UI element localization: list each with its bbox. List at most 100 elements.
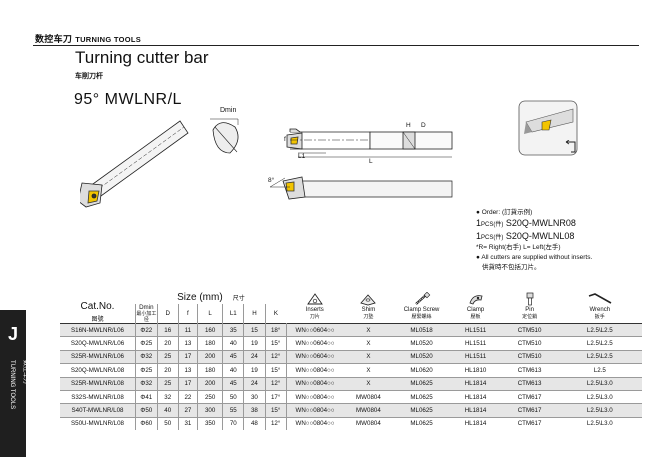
- wrench-icon: [588, 293, 612, 304]
- order-line1-unit: PCS(件): [481, 222, 504, 228]
- table-cell: MW0804: [356, 393, 381, 401]
- table-cell: 15: [243, 323, 265, 337]
- table-cell: L2.5\L3.0: [586, 380, 613, 388]
- table-cell: HL1814: [464, 380, 487, 388]
- table-cell: Φ25: [135, 336, 158, 351]
- table-cell: S20Q-MWLNR/L06: [70, 340, 125, 348]
- inserts-label: Inserts: [305, 307, 324, 313]
- table-cell: 19: [243, 336, 265, 351]
- table-cell: CTM617: [517, 393, 542, 401]
- table-cell: 50: [222, 390, 244, 404]
- table-cell: 40: [222, 363, 244, 378]
- table-cell: WN○○0804○○: [285, 390, 344, 404]
- table-cell: CTM510: [517, 326, 542, 334]
- table-cell: L2.5\L2.5: [586, 353, 613, 361]
- table-cell: HL1814: [464, 393, 487, 401]
- table-cell: L2.5\L3.0: [586, 420, 613, 428]
- wrench-header: Wrench 扳手: [558, 290, 642, 324]
- cutter-bar-drawing: [80, 118, 453, 208]
- order-example: ● Order: (訂貨示例) 1PCS(件) S20Q-MWLNR08 1PC…: [476, 209, 593, 271]
- table-cell: 20: [156, 363, 179, 378]
- table-cell: HL1814: [464, 407, 487, 415]
- table-cell: S25R-MWLNR/L08: [71, 380, 124, 388]
- table-cell: 300: [197, 403, 223, 418]
- table-cell: S40T-MWLNR/L08: [71, 407, 124, 415]
- table-cell: WN○○0804○○: [285, 417, 344, 431]
- table-cell: CTM510: [517, 353, 542, 361]
- dim-label-l: L: [369, 158, 373, 165]
- order-line1-qty: 1: [476, 218, 482, 228]
- table-cell: CTM617: [517, 407, 542, 415]
- table-cell: 200: [197, 377, 223, 391]
- table-cell: HL1511: [464, 353, 487, 361]
- clamp-screw-header: Clamp Screw 壓緊螺絲: [394, 290, 450, 324]
- table-cell: 30: [243, 390, 265, 404]
- table-cell: 24: [243, 377, 265, 391]
- clamp-header: Clamp 壓板: [450, 290, 502, 324]
- table-cell: 15°: [264, 363, 287, 378]
- shim-header: Shim 刀墊: [343, 290, 393, 324]
- table-cell: 70: [222, 417, 244, 431]
- table-cell: WN○○0804○○: [285, 403, 344, 418]
- table-row: S40T-MWLNR/L08 Φ50 40 27 300 55 38 15° W…: [60, 403, 642, 418]
- table-cell: Φ25: [135, 363, 158, 378]
- order-line2-qty: 1: [476, 230, 482, 241]
- order-line2-code: S20Q-MWLNL08: [505, 230, 575, 241]
- table-cell: ML0520: [410, 353, 433, 361]
- table-cell: 18°: [264, 323, 287, 337]
- table-cell: L2.5\L3.0: [586, 393, 613, 401]
- table-row: S20Q-MWLNR/L08 Φ25 20 13 180 40 19 15° W…: [60, 363, 642, 378]
- table-cell: ML0625: [410, 420, 433, 428]
- table-cell: MW0804: [356, 420, 381, 428]
- table-cell: X: [366, 353, 371, 361]
- table-cell: 11: [177, 323, 198, 337]
- table-cell: CTM510: [517, 340, 542, 348]
- table-cell: 55: [222, 403, 244, 418]
- table-cell: Φ32: [135, 350, 158, 364]
- table-cell: L2.5\L2.5: [586, 326, 613, 334]
- table-cell: 17: [177, 350, 198, 364]
- table-cell: 48: [243, 417, 265, 431]
- table-cell: S20Q-MWLNR/L08: [70, 366, 125, 374]
- dim-label-f: f: [284, 136, 286, 143]
- dim-header-f: f: [177, 304, 198, 324]
- table-cell: 17°: [264, 390, 287, 404]
- table-row: S25R-MWLNR/L08 Φ32 25 17 200 45 24 12° W…: [60, 377, 642, 391]
- supply-note-cn: 供貨時不包括刀片。: [482, 264, 541, 271]
- insert-thumbnail: [518, 100, 578, 156]
- section-header-en: TURNING TOOLS: [75, 35, 142, 44]
- size-header: Size (mm)尺寸: [136, 290, 287, 304]
- table-cell: MW0804: [356, 407, 381, 415]
- table-cell: 180: [197, 336, 223, 351]
- table-cell: Φ32: [135, 377, 158, 391]
- table-cell: 160: [197, 323, 223, 337]
- section-letter: J: [7, 324, 18, 344]
- dim-label-d: D: [421, 122, 426, 129]
- table-cell: CTM617: [517, 420, 542, 428]
- order-line2-unit: PCS(件): [481, 234, 504, 241]
- cat-no-label-cn: 图號: [91, 317, 104, 323]
- table-cell: 180: [197, 363, 223, 378]
- table-cell: 350: [197, 417, 223, 431]
- table-cell: 20: [156, 336, 179, 351]
- clamp-screw-label: Clamp Screw: [403, 307, 440, 313]
- table-cell: L2.5\L2.5: [586, 340, 613, 348]
- dim-label-h: H: [406, 122, 411, 129]
- model-title: 95° MWLNR/L: [74, 91, 182, 108]
- clamp-screw-icon: [414, 292, 430, 305]
- page-subtitle: 车削刀杆: [75, 73, 103, 80]
- dim-label-angle: 8°: [268, 177, 275, 184]
- dim-header-h: H: [243, 304, 265, 324]
- table-cell: ML0625: [410, 407, 433, 415]
- table-cell: CTM613: [517, 366, 542, 374]
- dim-header-l: L: [197, 304, 223, 324]
- section-tab-en: TURNING TOOLS: [9, 360, 15, 410]
- section-tab-cn: 数控车刀: [22, 360, 28, 385]
- table-cell: L2.5: [593, 366, 606, 374]
- wrench-label: Wrench: [589, 307, 611, 313]
- table-cell: Φ41: [135, 390, 158, 404]
- table-cell: WN○○0804○○: [285, 377, 344, 391]
- spec-table: Cat.No. 图號 Size (mm)尺寸 Inserts 刀片 Shim 刀…: [60, 290, 642, 431]
- table-cell: 12°: [264, 350, 287, 364]
